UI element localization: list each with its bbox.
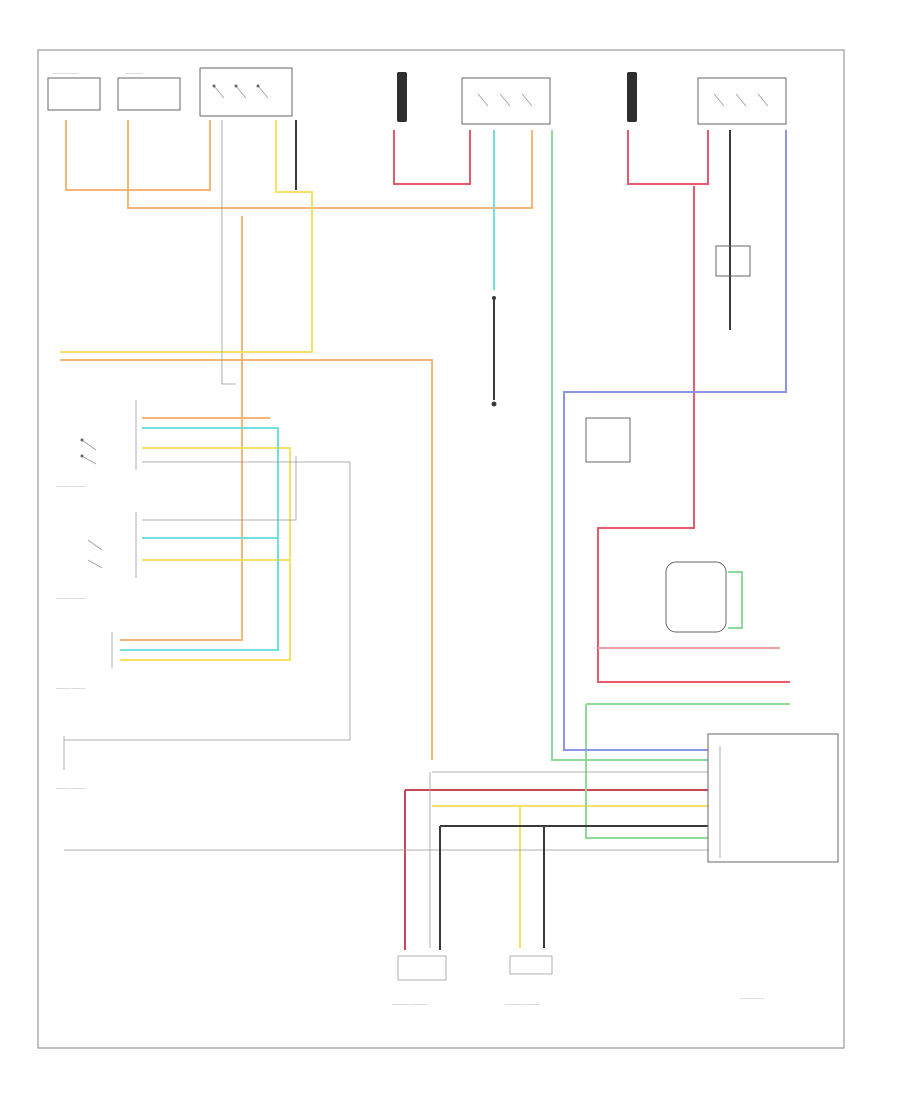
- compressor-module: [665, 561, 727, 633]
- svg-text:────── ──────: ────── ──────: [391, 1002, 427, 1007]
- wire-gray: [64, 120, 708, 948]
- wire-yellow: [60, 120, 708, 948]
- diode-1: [397, 72, 407, 122]
- wire-cyan: [120, 130, 495, 651]
- relay-box-2: [461, 77, 551, 125]
- diagram-border: [37, 49, 845, 1049]
- blower-switch-2: ───── ─────: [55, 512, 137, 601]
- svg-text:───── ─────: ───── ─────: [55, 484, 86, 489]
- relay-box-3: [697, 77, 787, 125]
- relay-box-1: [199, 67, 293, 117]
- wire-orange: [60, 120, 533, 760]
- resistor-right: [715, 245, 751, 277]
- svg-text:───── ─────: ───── ─────: [55, 786, 86, 791]
- ground-left: ───── ─────: [55, 736, 86, 791]
- control-module-connector: ────── ──: [707, 733, 839, 1001]
- pressure-switch: [585, 417, 631, 463]
- svg-text:───── ─────: ───── ─────: [55, 686, 86, 691]
- bottom-sensor-1: ────── ──────: [391, 955, 447, 1007]
- blower-switch-1: ───── ─────: [55, 400, 137, 489]
- center-connector: [491, 296, 497, 407]
- wire-dark: [295, 120, 731, 950]
- wire-red: [393, 130, 790, 950]
- svg-text:────── ──: ────── ──: [739, 996, 764, 1001]
- bottom-sensor-2: ────── ──────: [504, 955, 553, 1007]
- connector-block-left: ───── ─────: [55, 632, 113, 691]
- svg-text:───── ─────: ───── ─────: [55, 596, 86, 601]
- underhood-fuse-block: ──── ───── ──────: [47, 71, 181, 111]
- wire-blue: [563, 130, 787, 751]
- wire-green: [551, 130, 790, 839]
- svg-text:──────: ──────: [125, 71, 143, 76]
- svg-text:──── ─────: ──── ─────: [51, 71, 79, 76]
- diode-2: [627, 72, 637, 122]
- svg-text:────── ──────: ────── ──────: [504, 1002, 540, 1007]
